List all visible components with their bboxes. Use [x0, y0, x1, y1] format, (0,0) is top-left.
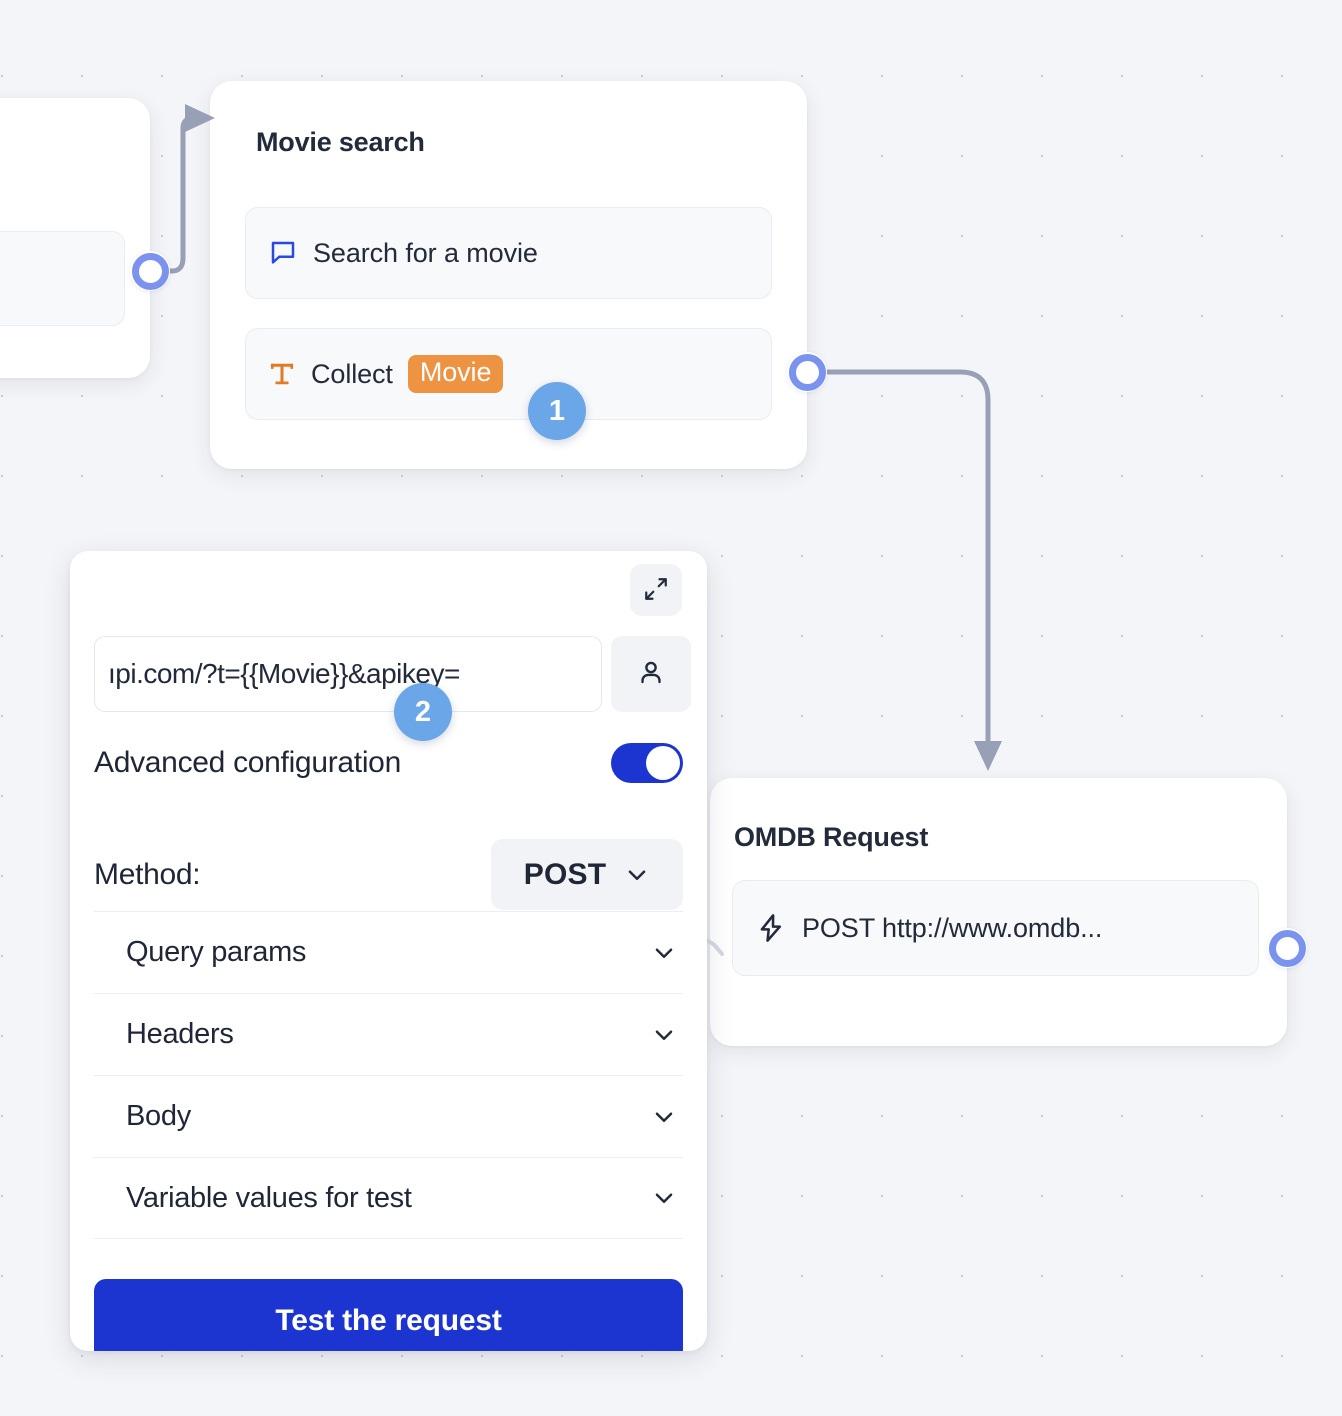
expand-diagonal-icon — [643, 576, 669, 605]
advanced-configuration-row[interactable]: Advanced configuration — [94, 743, 683, 783]
method-select[interactable]: POST — [491, 839, 683, 910]
section-body[interactable]: Body — [94, 1075, 683, 1157]
node-card-omdb-request[interactable]: OMDB Request POST http://www.omdb... — [710, 778, 1287, 1046]
step-badge-2: 2 — [394, 683, 452, 741]
node-row-placeholder — [0, 231, 125, 326]
lightning-bolt-icon — [755, 912, 787, 944]
test-the-request-button[interactable]: Test the request — [94, 1279, 683, 1351]
advanced-configuration-toggle[interactable] — [611, 743, 683, 783]
connector-port-left[interactable] — [130, 251, 170, 291]
node-row-label: Collect — [311, 358, 393, 389]
connector-port-movie-search-output[interactable] — [787, 352, 827, 392]
method-row: Method: POST — [94, 839, 683, 910]
request-url-input[interactable] — [94, 636, 602, 712]
section-variable-values-for-test[interactable]: Variable values for test — [94, 1157, 683, 1239]
node-row-search-for-a-movie[interactable]: Search for a movie — [245, 207, 772, 299]
connector-port-omdb-output[interactable] — [1267, 928, 1307, 968]
section-label: Body — [126, 1100, 191, 1132]
chevron-down-icon — [651, 1104, 677, 1130]
node-card-movie-search[interactable]: Movie search Search for a movie — [210, 81, 807, 469]
section-query-params[interactable]: Query params — [94, 911, 683, 993]
request-url-row[interactable] — [94, 636, 691, 712]
text-t-icon — [268, 360, 296, 388]
person-icon — [636, 658, 666, 691]
section-label: Variable values for test — [126, 1181, 412, 1214]
node-row-collect-movie[interactable]: Collect Movie — [245, 328, 772, 420]
method-label: Method: — [94, 857, 201, 891]
node-row-label: Search for a movie — [313, 237, 538, 268]
step-badge-1: 1 — [528, 382, 586, 440]
advanced-configuration-label: Advanced configuration — [94, 746, 401, 779]
chevron-down-icon — [624, 862, 650, 888]
auth-user-button[interactable] — [611, 636, 691, 712]
variable-chip-movie[interactable]: Movie — [407, 355, 504, 393]
node-row-label: POST http://www.omdb... — [802, 912, 1103, 943]
chat-bubble-icon — [268, 238, 298, 268]
chevron-down-icon — [651, 1185, 677, 1211]
node-title-omdb-request: OMDB Request — [734, 822, 929, 852]
request-configuration-panel[interactable]: Advanced configuration Method: POST Quer… — [70, 551, 707, 1351]
node-card-partial[interactable] — [0, 98, 150, 378]
node-title-movie-search: Movie search — [256, 127, 425, 157]
configuration-sections: Query params Headers Body — [94, 911, 683, 1239]
chevron-down-icon — [651, 940, 677, 966]
method-selected-value: POST — [523, 857, 607, 891]
section-label: Headers — [126, 1018, 234, 1050]
expand-icon-button[interactable] — [630, 564, 682, 616]
section-headers[interactable]: Headers — [94, 993, 683, 1075]
node-row-post-request[interactable]: POST http://www.omdb... — [732, 880, 1259, 976]
chevron-down-icon — [651, 1022, 677, 1048]
section-label: Query params — [126, 936, 307, 968]
